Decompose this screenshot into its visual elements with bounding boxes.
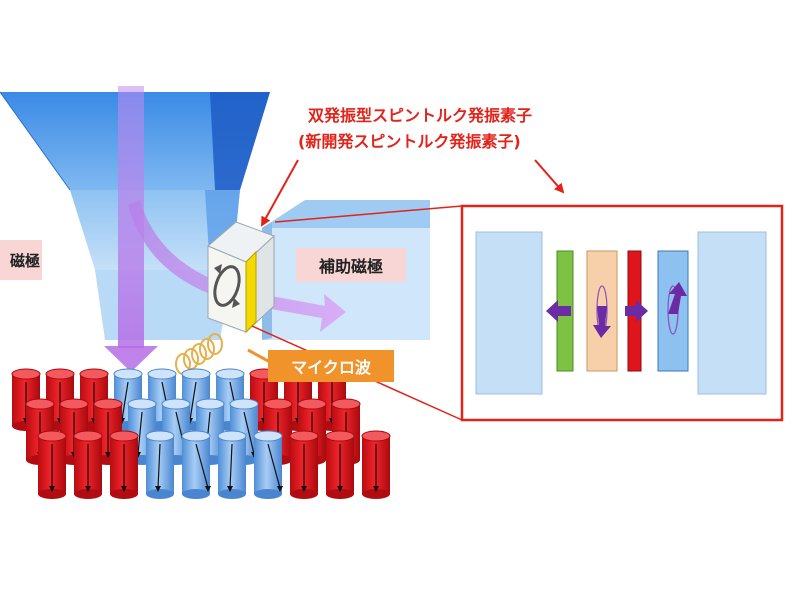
medium-grain-blue (217, 430, 247, 499)
device-title: 双発振型スピントルク発振素子 (308, 106, 533, 125)
medium-grain-blue (145, 430, 175, 499)
recording-medium (11, 368, 391, 499)
auxiliary-pole-label: 補助磁極 (296, 248, 406, 282)
device-zoom-box (460, 204, 784, 422)
medium-grain-red (289, 430, 319, 499)
rotation-arrow-icon (213, 264, 241, 308)
medium-grain-red (37, 430, 67, 499)
flux-arrow-icon (104, 86, 346, 372)
spin-torque-oscillator (207, 221, 275, 334)
medium-grain-red (109, 430, 139, 499)
main-pole-label: 磁極 (0, 240, 42, 280)
medium-grain-blue (253, 430, 283, 499)
device-subtitle: (新開発スピントルク発振素子) (298, 132, 521, 151)
medium-grain-red (361, 430, 391, 499)
medium-grain-red (325, 430, 355, 499)
magnetization-arrow-icon (546, 282, 687, 338)
medium-grain-blue (181, 430, 211, 499)
microwave-label: マイクロ波 (268, 350, 394, 382)
main-pole-head (0, 91, 270, 340)
medium-grain-red (73, 430, 103, 499)
